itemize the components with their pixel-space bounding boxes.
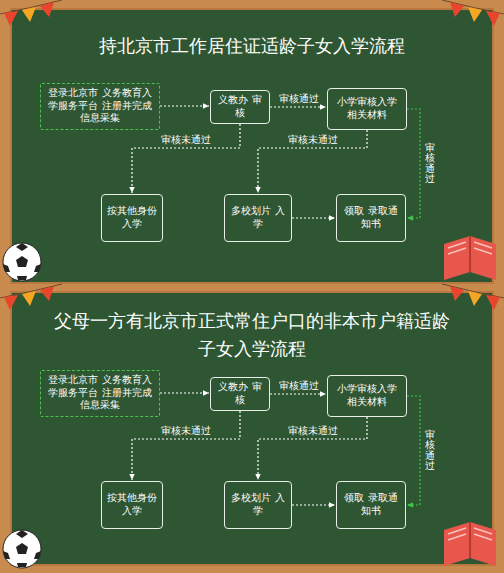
flow-arrow (407, 109, 420, 218)
start-box: 登录北京市 义务教育入学服务平台 注册并完成信息采集 (40, 370, 160, 417)
edge-label: 审核通过 (425, 428, 435, 474)
edge-label: 审核未通过 (286, 425, 340, 436)
flow-arrow (258, 130, 367, 193)
process-box: 义教办 审核 (210, 90, 270, 124)
process-box: 小学审核入学 相关材料 (327, 88, 407, 130)
box-text: 义教办 审核 (216, 94, 264, 120)
book-icon (444, 236, 496, 280)
end-box: 按其他身份 入学 (101, 481, 163, 529)
edge-label: 审核未通过 (159, 425, 213, 436)
flow-arrow (270, 106, 326, 107)
book-icon (444, 522, 496, 566)
chalkboard-panel: 父母一方有北京市正式常住户口的非本市户籍适龄子女入学流程登录北京市 义务教育入学… (10, 291, 494, 566)
bunting (0, 0, 504, 310)
chalkboard-panel: 持北京市工作居住证适龄子女入学流程登录北京市 义务教育入学服务平台 注册并完成信… (10, 8, 494, 284)
flow-arrow (132, 411, 240, 480)
soccer-ball (3, 530, 41, 568)
flow-arrow (258, 417, 367, 480)
end-box: 领取 录取通知书 (336, 481, 406, 529)
process-box: 多校划片 入学 (224, 194, 292, 242)
flow-arrow (160, 392, 209, 393)
edge-label: 审核通过 (277, 380, 321, 391)
process-box: 小学审核入学 相关材料 (327, 375, 407, 417)
edge-label: 审核未通过 (159, 134, 213, 145)
box-text: 小学审核入学 相关材料 (333, 96, 401, 122)
start-box: 登录北京市 义务教育入学服务平台 注册并完成信息采集 (40, 83, 160, 130)
box-text: 按其他身份 入学 (107, 492, 157, 518)
panel-title: 父母一方有北京市正式常住户口的非本市户籍适龄子女入学流程 (12, 307, 492, 363)
soccer-ball (3, 243, 41, 281)
box-text: 多校划片 入学 (230, 492, 286, 518)
flow-arrow (132, 124, 240, 193)
flow-arrow (292, 504, 335, 505)
process-box: 多校划片 入学 (224, 481, 292, 529)
box-text: 小学审核入学 相关材料 (333, 383, 401, 409)
edge-label: 审核通过 (425, 141, 435, 187)
flow-arrow (270, 393, 326, 394)
flow-arrow (407, 396, 420, 505)
process-box: 义教办 审核 (210, 377, 270, 411)
flow-arrow (160, 105, 209, 106)
box-text: 登录北京市 义务教育入学服务平台 注册并完成信息采集 (46, 374, 154, 412)
box-text: 领取 录取通知书 (342, 205, 400, 231)
end-box: 按其他身份 入学 (101, 194, 163, 242)
end-box: 领取 录取通知书 (336, 194, 406, 242)
box-text: 登录北京市 义务教育入学服务平台 注册并完成信息采集 (46, 87, 154, 125)
box-text: 多校划片 入学 (230, 205, 286, 231)
box-text: 领取 录取通知书 (342, 492, 400, 518)
box-text: 义教办 审核 (216, 381, 264, 407)
panel-title: 持北京市工作居住证适龄子女入学流程 (12, 32, 492, 60)
edge-label: 审核未通过 (286, 134, 340, 145)
edge-label: 审核通过 (277, 93, 321, 104)
box-text: 按其他身份 入学 (107, 205, 157, 231)
flow-arrow (292, 217, 335, 218)
